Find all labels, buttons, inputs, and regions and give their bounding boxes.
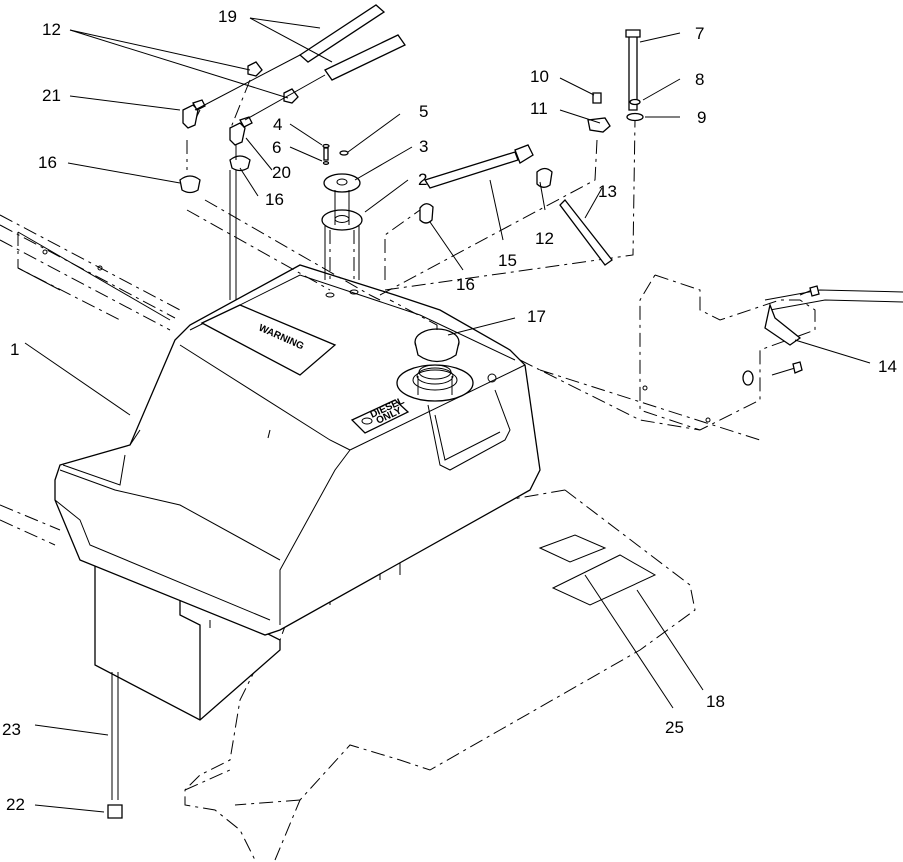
decal-25 xyxy=(538,534,607,563)
callout-17: 17 xyxy=(527,307,546,326)
callout-19: 19 xyxy=(218,7,237,26)
callout-21: 21 xyxy=(42,86,61,105)
callout-12-top: 12 xyxy=(42,20,61,39)
leader-lines xyxy=(24,17,871,813)
callout-5: 5 xyxy=(419,102,428,121)
callout-9: 9 xyxy=(697,108,706,127)
callout-16-left: 16 xyxy=(38,153,57,172)
callout-12-right: 12 xyxy=(535,229,554,248)
callout-7: 7 xyxy=(695,24,704,43)
callout-6: 6 xyxy=(272,138,281,157)
right-bracket xyxy=(639,274,903,431)
decal-18 xyxy=(551,554,657,606)
callout-23: 23 xyxy=(2,720,21,739)
callout-20: 20 xyxy=(272,163,291,182)
callout-3: 3 xyxy=(419,137,428,156)
callout-8: 8 xyxy=(695,70,704,89)
callout-16-mid: 16 xyxy=(265,190,284,209)
callout-10: 10 xyxy=(530,67,549,86)
frame-rails xyxy=(0,214,761,546)
callout-25: 25 xyxy=(665,718,684,737)
callout-15: 15 xyxy=(498,251,517,270)
callouts: 1 2 3 4 5 6 7 8 9 10 11 12 12 13 14 15 1… xyxy=(2,7,897,814)
callout-18: 18 xyxy=(706,692,725,711)
callout-22: 22 xyxy=(6,795,25,814)
callout-4: 4 xyxy=(273,115,282,134)
sender-assembly xyxy=(107,4,644,819)
fuel-tank xyxy=(54,264,541,721)
callout-11: 11 xyxy=(530,99,548,118)
callout-1: 1 xyxy=(10,340,19,359)
callout-2: 2 xyxy=(418,170,427,189)
callout-14: 14 xyxy=(878,357,897,376)
callout-13: 13 xyxy=(598,182,617,201)
callout-16-right: 16 xyxy=(456,275,475,294)
